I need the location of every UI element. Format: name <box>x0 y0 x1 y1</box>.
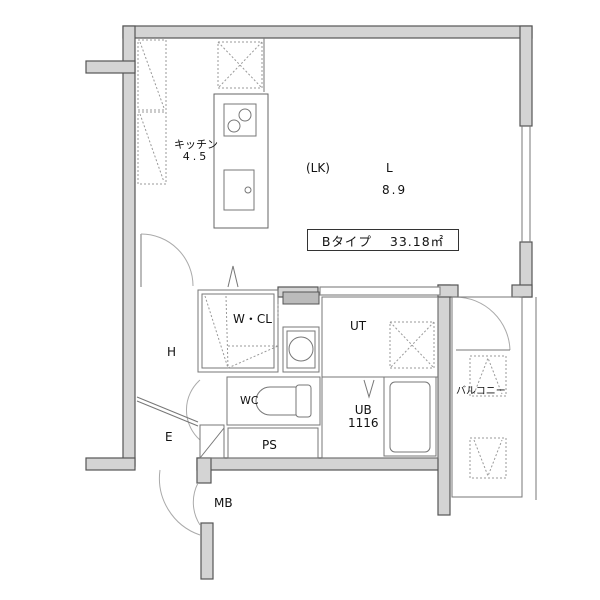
wet-area <box>199 376 439 459</box>
entrance-label: E <box>165 430 173 444</box>
unit-bath-name: UB <box>354 403 372 417</box>
kitchen-size: 4.5 <box>182 150 210 164</box>
living-size: 8.9 <box>382 183 408 197</box>
unit-bath-size: 1116 <box>348 416 379 431</box>
toilet-label: WC <box>240 394 259 407</box>
walk-in-closet-label: W・CL <box>233 312 272 326</box>
kitchen-name: キッチン <box>174 138 218 151</box>
balcony-label: バルコニー <box>456 386 506 397</box>
pipe-space-label: PS <box>262 438 277 452</box>
balcony <box>451 296 537 500</box>
hall-label: H <box>167 345 177 359</box>
living-name: L <box>386 161 393 175</box>
kitchen-label: キッチン 4.5 <box>174 138 218 164</box>
unit-type-badge: Bタイプ 33.18㎡ <box>307 229 459 251</box>
kitchen-counter <box>137 38 269 229</box>
utility-label: UT <box>350 319 367 333</box>
unit-area: 33.18㎡ <box>389 233 445 249</box>
living-prefix: (LK) <box>306 161 330 175</box>
utility-room <box>321 296 439 378</box>
unit-type: Bタイプ <box>321 233 372 249</box>
doors <box>136 233 511 536</box>
exterior-walls <box>85 25 533 580</box>
unit-bath-label: UB 1116 <box>348 403 379 431</box>
meter-box-label: MB <box>214 496 233 510</box>
walk-in-closet <box>197 265 320 373</box>
window-right <box>521 126 531 242</box>
